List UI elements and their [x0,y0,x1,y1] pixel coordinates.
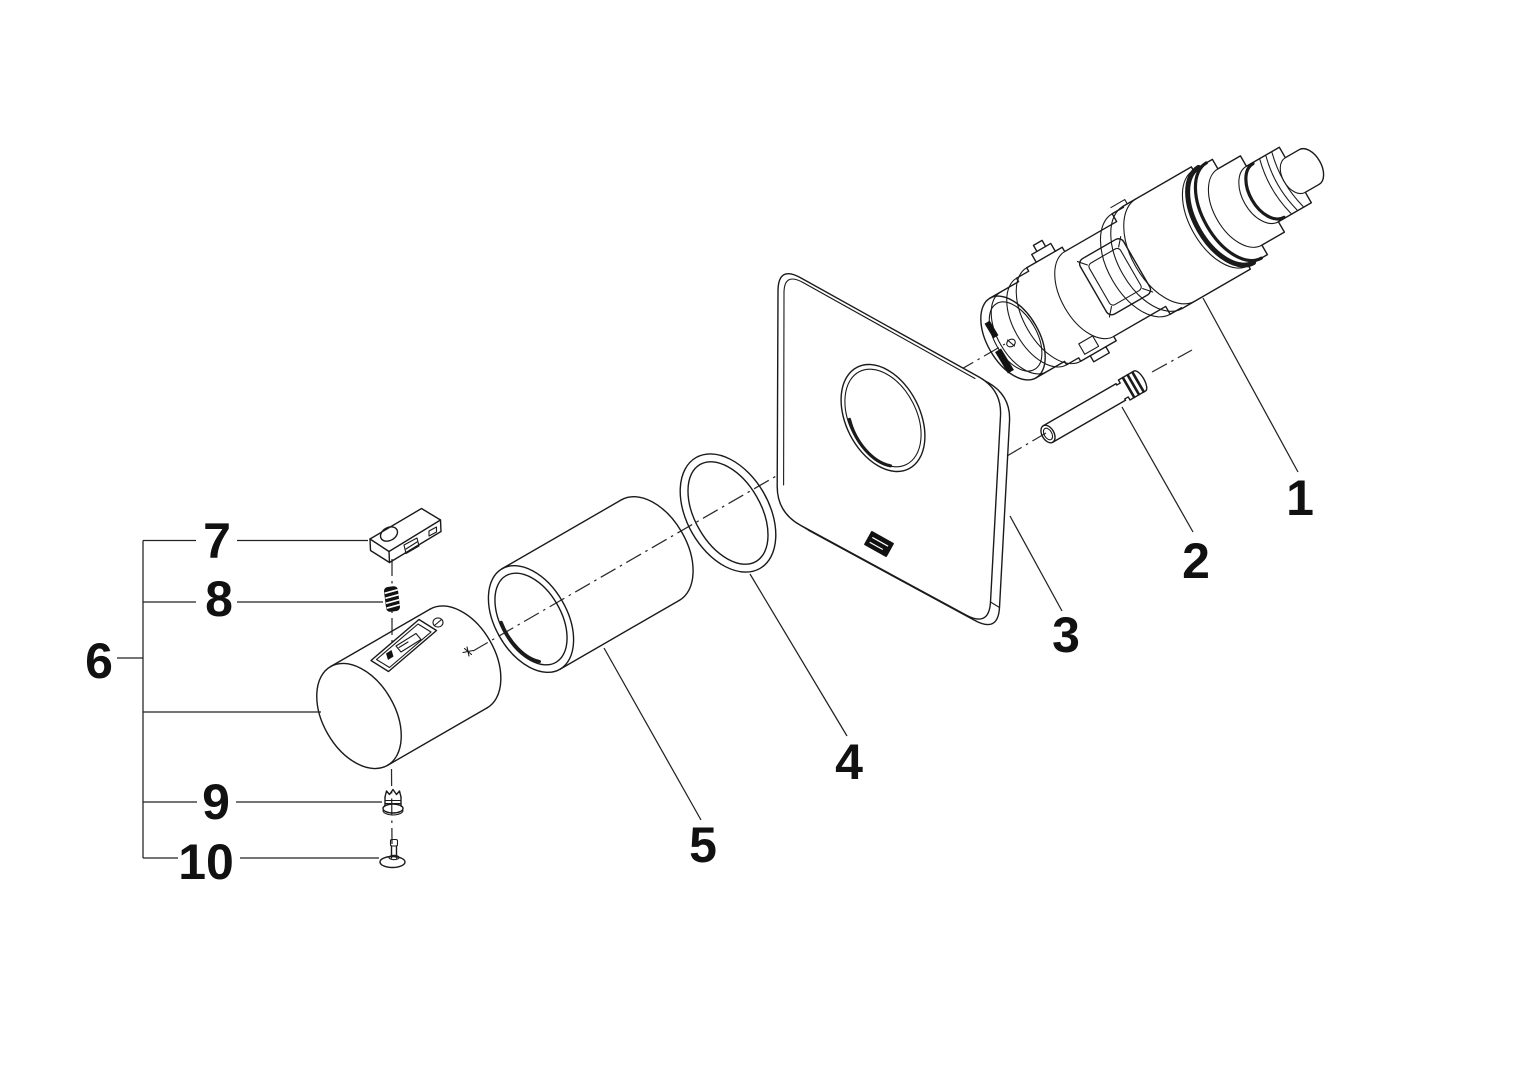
callout-7-label: 7 [203,513,231,569]
callout-labels: 1 2 3 4 5 6 7 8 9 10 [85,470,1314,890]
part-3-cover-plate [776,273,1011,626]
callout-5-label: 5 [689,817,717,873]
handle-screw-axis-lower [390,768,393,845]
handle-slot-detail [370,617,474,673]
part-6-handle-body [316,605,502,770]
part-10-screw [379,838,406,869]
leader-4 [749,573,848,737]
part-2-spindle [1040,370,1148,444]
leader-3 [1009,515,1063,612]
part-4-o-ring [679,453,777,573]
part-9-set-screw [382,788,404,816]
spindle-axis-line-right [1151,349,1193,373]
part-1-cartridge [980,146,1325,381]
callout-1-label: 1 [1286,470,1314,526]
leader-1 [1202,297,1299,473]
callout-6-label: 6 [85,633,113,689]
brand-logo-mark [864,531,894,557]
callout-2-label: 2 [1182,533,1210,589]
leader-2 [1121,406,1194,533]
callout-leader-lines [117,297,1299,859]
part-5-sleeve [487,495,694,674]
bracket-6 [117,540,144,858]
part-8-spring [383,586,401,612]
callout-4-label: 4 [835,734,863,790]
spindle-axis-line-left [1006,432,1047,457]
callout-3-label: 3 [1052,607,1080,663]
cartridge-face-markings [984,320,1016,374]
callout-10-label: 10 [178,834,234,890]
leader-5 [603,647,702,821]
callout-8-label: 8 [205,571,233,627]
callout-9-label: 9 [202,774,230,830]
part-7-handle-clip [369,507,442,564]
